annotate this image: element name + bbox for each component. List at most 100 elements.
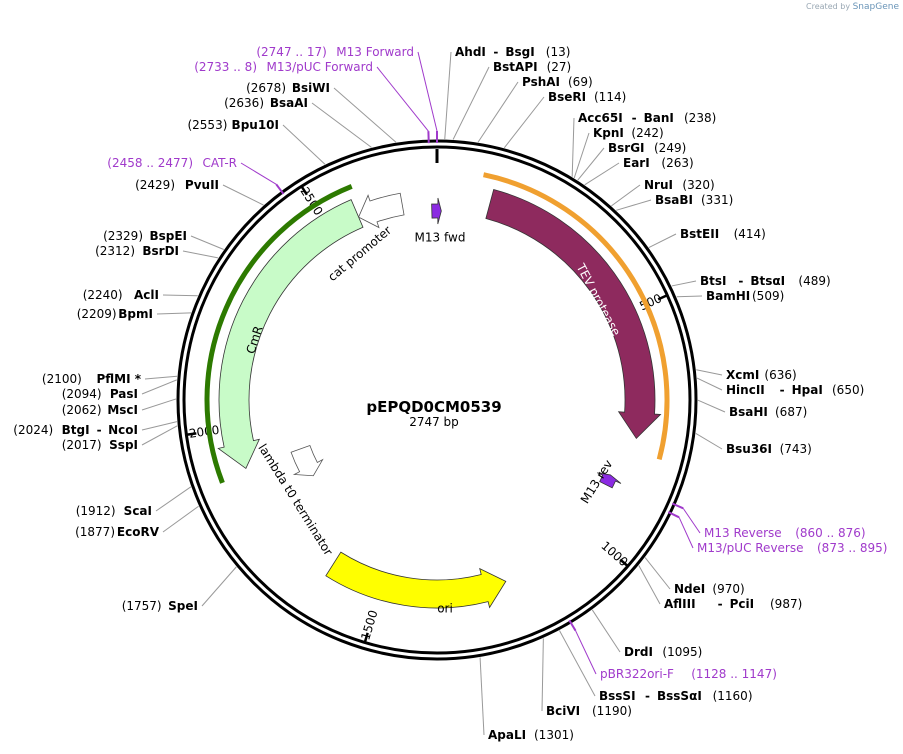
restriction-site-label[interactable]: AflIII-PciI(987) bbox=[664, 597, 802, 611]
primer-mark bbox=[275, 183, 285, 195]
restriction-site-label[interactable]: KpnI(242) bbox=[593, 126, 664, 140]
site-name: KpnI bbox=[593, 126, 624, 140]
restriction-site-label[interactable]: MscI(2062) bbox=[62, 403, 138, 417]
restriction-site-label[interactable]: BciVI(1190) bbox=[546, 704, 632, 718]
site-separator: - bbox=[780, 383, 785, 397]
site-position: (414) bbox=[734, 227, 766, 241]
primer-leader-line bbox=[376, 66, 429, 132]
scale-tick-label: 1500 bbox=[358, 608, 380, 641]
restriction-site-label[interactable]: AclI(2240) bbox=[83, 288, 159, 302]
site-leader-line bbox=[611, 184, 641, 207]
restriction-site-label[interactable]: BsiWI(2678) bbox=[246, 81, 330, 95]
scale-tick bbox=[363, 632, 369, 642]
restriction-site-label[interactable]: AhdI-BsgI(13) bbox=[455, 45, 570, 59]
site-name: BssSI bbox=[599, 689, 636, 703]
restriction-site-label[interactable]: PflMI *(2100) bbox=[42, 372, 142, 386]
site-name: SpeI bbox=[168, 599, 198, 613]
scale-tick bbox=[187, 432, 197, 436]
restriction-site-label[interactable]: NdeI (970) bbox=[674, 582, 745, 596]
restriction-site-label[interactable]: DrdI(1095) bbox=[624, 645, 702, 659]
site-leader-line bbox=[696, 369, 723, 376]
site-leader-line bbox=[479, 657, 485, 736]
label-layer: AhdI-BsgI(13)BstAPI(27)PshAI(69)BseRI(11… bbox=[13, 45, 887, 742]
site-position: (636) bbox=[764, 368, 796, 382]
m13-fwd-feature[interactable] bbox=[431, 197, 442, 225]
site-position: (1912) bbox=[76, 504, 116, 518]
restriction-site-label[interactable]: EcoRV(1877) bbox=[75, 525, 160, 539]
site-name: PvuII bbox=[185, 178, 219, 192]
site-position: (249) bbox=[654, 141, 686, 155]
site-name-secondary: HpaI bbox=[792, 383, 823, 397]
site-position: (2553) bbox=[187, 118, 227, 132]
primer-label[interactable]: M13/pUC Forward(2733 .. 8) bbox=[194, 60, 373, 74]
scale-tick bbox=[619, 558, 628, 567]
restriction-site-label[interactable]: BstEII(414) bbox=[680, 227, 766, 241]
primer-label[interactable]: pBR322ori-F(1128 .. 1147) bbox=[600, 667, 777, 681]
site-position: (987) bbox=[770, 597, 802, 611]
restriction-site-label[interactable]: PasI(2094) bbox=[62, 387, 138, 401]
primer-name: pBR322ori-F bbox=[600, 667, 674, 681]
restriction-site-label[interactable]: BpmI(2209) bbox=[77, 307, 153, 321]
site-leader-line bbox=[156, 312, 191, 315]
restriction-site-label[interactable]: BssSI-BssSαI(1160) bbox=[599, 689, 753, 703]
site-leader-line bbox=[141, 379, 177, 395]
restriction-site-label[interactable]: HincII-HpaI(650) bbox=[726, 383, 864, 397]
site-name: Acc65I bbox=[578, 111, 623, 125]
restriction-site-label[interactable]: PshAI(69) bbox=[522, 75, 593, 89]
cmr-feature[interactable] bbox=[217, 199, 364, 470]
site-leader-line bbox=[190, 235, 224, 250]
site-leader-line bbox=[638, 565, 661, 605]
restriction-site-label[interactable]: BsrGI (249) bbox=[608, 141, 686, 155]
site-name: BsrGI bbox=[608, 141, 645, 155]
restriction-site-label[interactable]: Acc65I-BanI(238) bbox=[578, 111, 716, 125]
primer-position: (2733 .. 8) bbox=[194, 60, 257, 74]
m13-rev-feature[interactable] bbox=[597, 472, 622, 489]
primer-label[interactable]: M13 Reverse(860 .. 876) bbox=[704, 526, 866, 540]
restriction-site-label[interactable]: EarI(263) bbox=[623, 156, 694, 170]
scale-tick bbox=[657, 294, 667, 301]
restriction-site-label[interactable]: BsrDI(2312) bbox=[95, 244, 179, 258]
primer-label[interactable]: M13/pUC Reverse(873 .. 895) bbox=[697, 541, 887, 555]
restriction-site-label[interactable]: SpeI(1757) bbox=[122, 599, 198, 613]
ori-feature[interactable] bbox=[325, 551, 507, 609]
site-name: HincII bbox=[726, 383, 765, 397]
site-position: (13) bbox=[546, 45, 571, 59]
site-name: Bpu10I bbox=[232, 118, 279, 132]
restriction-site-label[interactable]: BsaBI(331) bbox=[655, 193, 733, 207]
restriction-site-label[interactable]: Bsu36I(743) bbox=[726, 442, 812, 456]
site-separator: - bbox=[738, 274, 743, 288]
site-name: BsiWI bbox=[292, 81, 330, 95]
restriction-site-label[interactable]: BsaHI(687) bbox=[729, 405, 807, 419]
site-name: NdeI bbox=[674, 582, 705, 596]
tev-protease-feature[interactable] bbox=[485, 189, 662, 440]
restriction-site-label[interactable]: ApaLI(1301) bbox=[488, 728, 574, 742]
restriction-site-label[interactable]: BstAPI(27) bbox=[493, 60, 571, 74]
site-position: (970) bbox=[712, 582, 744, 596]
restriction-site-label[interactable]: NruI(320) bbox=[644, 178, 715, 192]
primer-label[interactable]: CAT-R(2458 .. 2477) bbox=[107, 156, 237, 170]
restriction-site-label[interactable]: BsaAI(2636) bbox=[224, 96, 308, 110]
restriction-site-label[interactable]: ScaI(1912) bbox=[76, 504, 152, 518]
restriction-site-label[interactable]: BspEI(2329) bbox=[103, 229, 187, 243]
site-separator: - bbox=[97, 423, 102, 437]
restriction-site-label[interactable]: BamHI(509) bbox=[706, 289, 784, 303]
restriction-site-label[interactable]: Bpu10I (2553) bbox=[187, 118, 279, 132]
site-position: (1877) bbox=[75, 525, 115, 539]
restriction-site-label[interactable]: BseRI(114) bbox=[548, 90, 626, 104]
site-name: PflMI * bbox=[96, 372, 141, 386]
site-name: BspEI bbox=[149, 229, 187, 243]
restriction-site-label[interactable]: SspI(2017) bbox=[62, 438, 138, 452]
site-name: BsaBI bbox=[655, 193, 693, 207]
restriction-site-label[interactable]: PvuII(2429) bbox=[135, 178, 219, 192]
primer-label[interactable]: M13 Forward(2747 .. 17) bbox=[256, 45, 414, 59]
lambda-t0-terminator-feature[interactable] bbox=[290, 444, 324, 477]
site-position: (114) bbox=[594, 90, 626, 104]
primer-leader-line bbox=[678, 517, 694, 549]
site-position: (238) bbox=[684, 111, 716, 125]
restriction-site-label[interactable]: XcmI(636) bbox=[726, 368, 797, 382]
site-position: (1160) bbox=[713, 689, 753, 703]
restriction-site-label[interactable]: BtsI-BtsαI(489) bbox=[700, 274, 831, 288]
cat-promoter-feature[interactable] bbox=[358, 192, 405, 229]
